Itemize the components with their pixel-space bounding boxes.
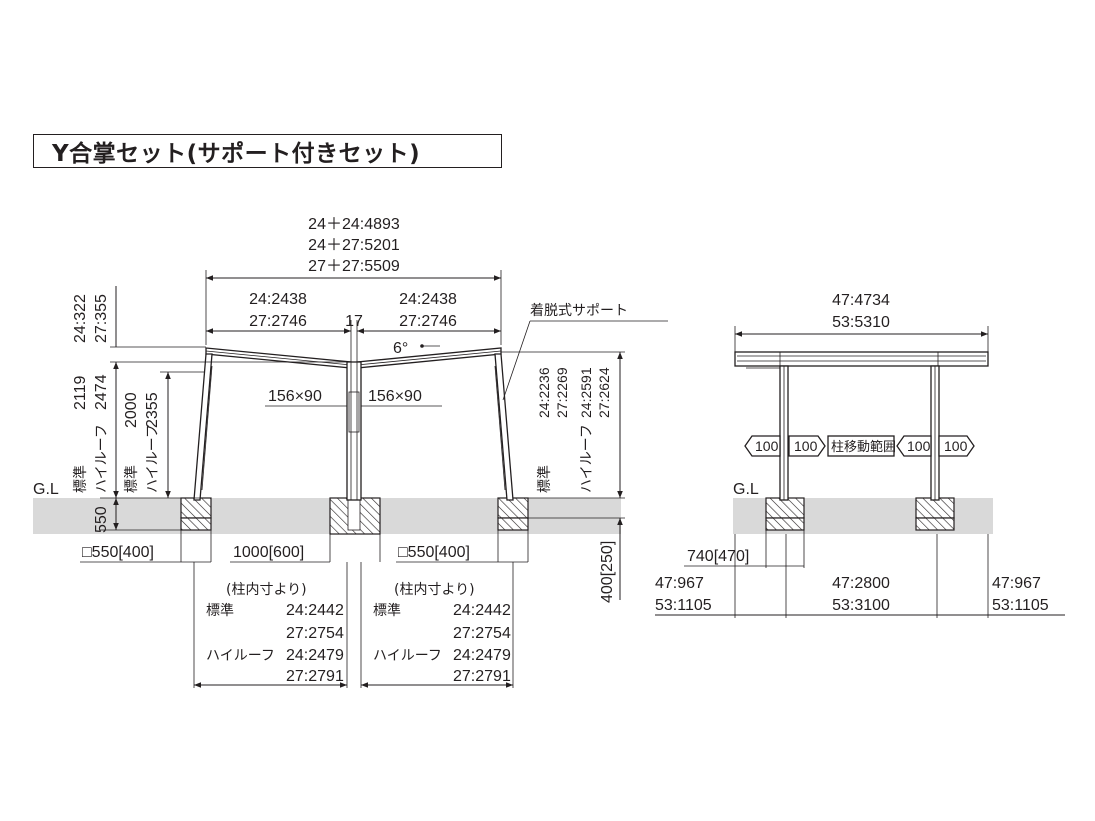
top-offset-2: 27:355 bbox=[93, 294, 110, 343]
inner-note-right-value-2: 27:2754 bbox=[453, 625, 511, 642]
right-span-1: 24:2438 bbox=[399, 291, 457, 308]
move-value-3: 100 bbox=[907, 438, 931, 454]
height-inner-1: 2000 bbox=[123, 392, 140, 428]
post-size-left: 156×90 bbox=[268, 388, 322, 405]
move-range: 100 100 柱移動範囲 100 100 bbox=[744, 435, 975, 457]
side-right-overhang-1: 47:967 bbox=[992, 575, 1041, 592]
side-left-overhang-2: 53:1105 bbox=[655, 597, 712, 614]
roof-angle: 6° bbox=[393, 340, 408, 357]
side-footing-left bbox=[765, 497, 805, 531]
inner-note-left-type-1: 標準 bbox=[206, 603, 234, 619]
footing-left bbox=[180, 497, 212, 531]
move-value-2: 100 bbox=[794, 438, 818, 454]
height-outer-type-1: 標準 bbox=[73, 465, 89, 493]
total-width-3: 27＋27:5509 bbox=[308, 258, 400, 275]
right-height-type-1: 標準 bbox=[537, 465, 553, 493]
right-height-3: 24:2591 bbox=[578, 367, 594, 418]
gl-label-front: G.L bbox=[33, 481, 59, 498]
side-footing-label: 740[470] bbox=[687, 548, 749, 565]
side-view: G.L 47:4734 53: bbox=[655, 292, 1065, 618]
side-posts bbox=[779, 352, 940, 501]
height-inner-2: 2355 bbox=[144, 392, 161, 428]
top-offset-1: 24:322 bbox=[72, 294, 89, 343]
inner-note-left-heading: (柱内寸より) bbox=[226, 582, 307, 598]
inner-note-right-heading: (柱内寸より) bbox=[394, 582, 475, 598]
page-title: Y合掌セット(サポート付きセット) bbox=[52, 141, 421, 167]
side-post-spacing-2: 53:3100 bbox=[832, 597, 890, 614]
inner-note-left-value-2: 27:2754 bbox=[286, 625, 344, 642]
height-outer-type-2: ハイルーフ bbox=[94, 424, 110, 493]
footing-depth: 550 bbox=[93, 506, 110, 533]
inner-note-left-type-3: ハイルーフ bbox=[206, 648, 275, 664]
inner-note-right-type-3: ハイルーフ bbox=[373, 648, 442, 664]
footing-right bbox=[497, 497, 529, 531]
side-total-width-1: 47:4734 bbox=[832, 292, 890, 309]
gl-label-side: G.L bbox=[733, 481, 759, 498]
height-inner-type-2: ハイルーフ bbox=[145, 424, 161, 493]
ground-band-front bbox=[33, 498, 621, 534]
inner-note-left-value-3: 24:2479 bbox=[286, 647, 344, 664]
footing-center bbox=[329, 497, 381, 535]
footing-left-label: □550[400] bbox=[82, 544, 154, 561]
move-value-4: 100 bbox=[944, 438, 968, 454]
side-total-width-2: 53:5310 bbox=[832, 314, 890, 331]
right-height-1: 24:2236 bbox=[536, 367, 552, 418]
footing-center-label: 1000[600] bbox=[233, 544, 304, 561]
front-view: G.L bbox=[33, 216, 668, 688]
left-span-2: 27:2746 bbox=[249, 313, 307, 330]
move-range-label: 柱移動範囲 bbox=[831, 440, 896, 455]
right-height-2: 27:2269 bbox=[554, 367, 570, 418]
inner-note-right-type-1: 標準 bbox=[373, 603, 401, 619]
inner-note-right-value-1: 24:2442 bbox=[453, 602, 511, 619]
support-label: 着脱式サポート bbox=[530, 303, 628, 319]
inner-note-left-value-4: 27:2791 bbox=[286, 668, 344, 685]
support-left bbox=[193, 353, 213, 501]
footing-right-label: □550[400] bbox=[398, 544, 470, 561]
left-span-1: 24:2438 bbox=[249, 291, 307, 308]
move-value-1: 100 bbox=[755, 438, 779, 454]
inner-note-left-value-1: 24:2442 bbox=[286, 602, 344, 619]
right-span-2: 27:2746 bbox=[399, 313, 457, 330]
right-height-4: 27:2624 bbox=[596, 367, 612, 418]
height-outer-2: 2474 bbox=[93, 374, 110, 410]
inner-note-right-value-3: 24:2479 bbox=[453, 647, 511, 664]
height-inner-type-1: 標準 bbox=[124, 465, 140, 493]
inner-note-right-value-4: 27:2791 bbox=[453, 668, 511, 685]
height-outer-1: 2119 bbox=[72, 375, 89, 410]
side-roof bbox=[734, 351, 989, 376]
footing-bottom: 400[250] bbox=[599, 541, 616, 603]
total-width-1: 24＋24:4893 bbox=[308, 216, 400, 233]
post-size-right: 156×90 bbox=[368, 388, 422, 405]
title-box: Y合掌セット(サポート付きセット) bbox=[33, 134, 502, 168]
center-gap: 17 bbox=[345, 313, 363, 330]
total-width-2: 24＋27:5201 bbox=[308, 237, 400, 254]
side-post-spacing-1: 47:2800 bbox=[832, 575, 890, 592]
center-post bbox=[346, 361, 362, 501]
side-right-overhang-2: 53:1105 bbox=[992, 597, 1049, 614]
support-right bbox=[494, 353, 514, 501]
side-left-overhang-1: 47:967 bbox=[655, 575, 704, 592]
side-footing-right bbox=[915, 497, 955, 531]
right-height-type-2: ハイルーフ bbox=[579, 424, 595, 493]
